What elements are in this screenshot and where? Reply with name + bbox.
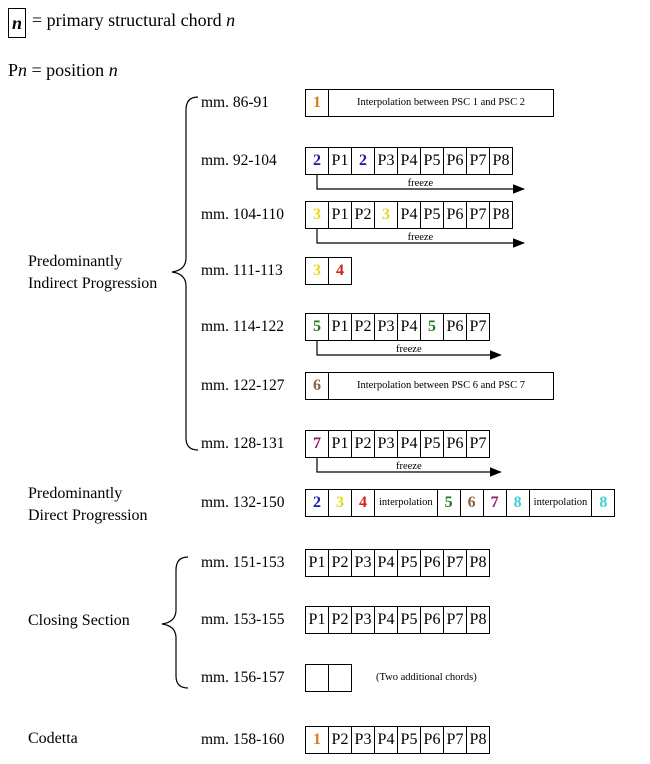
measure-label: mm. 151-153 <box>201 554 285 571</box>
section-indirect: Predominantly Indirect Progression <box>28 251 157 295</box>
empty-chord-cell <box>328 664 352 692</box>
legend-pos-text: = position <box>27 60 109 80</box>
measure-label: mm. 156-157 <box>201 669 285 686</box>
legend-pos-var2: n <box>108 60 118 80</box>
legend-chord-definition: = primary structural chord n <box>32 10 235 31</box>
position-cell: P8 <box>466 606 490 634</box>
measure-label: mm. 111-113 <box>201 262 283 279</box>
chord-row <box>305 664 352 692</box>
chord-note: (Two additional chords) <box>376 672 477 683</box>
legend-chord-var: n <box>226 10 236 30</box>
legend-position-definition: Pn = position n <box>8 60 118 81</box>
section-direct-line2: Direct Progression <box>28 507 148 524</box>
legend-pos-var: n <box>18 60 28 80</box>
measure-label: mm. 86-91 <box>201 94 270 111</box>
position-cell: P8 <box>466 726 490 754</box>
chord-number-cell: 4 <box>328 257 352 285</box>
measure-label: mm. 104-110 <box>201 206 284 223</box>
section-direct-line1: Predominantly <box>28 485 123 502</box>
freeze-label: freeze <box>396 461 422 472</box>
measure-label: mm. 153-155 <box>201 611 285 628</box>
section-direct: Predominantly Direct Progression <box>28 483 148 527</box>
brace-closing <box>161 556 189 689</box>
position-cell: P8 <box>489 201 513 229</box>
legend-pos-prefix: P <box>8 60 19 80</box>
freeze-label: freeze <box>408 232 434 243</box>
position-cell: P7 <box>466 430 490 458</box>
freeze-label: freeze <box>408 178 434 189</box>
measure-label: mm. 132-150 <box>201 494 285 511</box>
legend-chord-box: n <box>8 8 26 38</box>
interpolation-cell: Interpolation between PSC 1 and PSC 2 <box>328 89 554 117</box>
chord-number-cell: 8 <box>591 489 616 517</box>
measure-label: mm. 128-131 <box>201 435 285 452</box>
section-indirect-line1: Predominantly <box>28 253 123 270</box>
section-indirect-line2: Indirect Progression <box>28 275 158 292</box>
measure-label: mm. 122-127 <box>201 377 285 394</box>
measure-label: mm. 158-160 <box>201 731 285 748</box>
freeze-label: freeze <box>396 344 422 355</box>
position-cell: P7 <box>466 313 490 341</box>
measure-label: mm. 92-104 <box>201 152 277 169</box>
freeze-arrow <box>316 175 525 194</box>
freeze-arrow <box>316 458 502 477</box>
interpolation-cell: Interpolation between PSC 6 and PSC 7 <box>328 372 554 400</box>
position-cell: P8 <box>489 147 513 175</box>
section-closing: Closing Section <box>28 612 130 629</box>
brace-indirect <box>171 96 199 451</box>
legend-chord-text: = primary structural chord <box>32 10 227 30</box>
position-cell: P8 <box>466 549 490 577</box>
section-codetta: Codetta <box>28 730 78 747</box>
freeze-arrow <box>316 229 525 248</box>
freeze-arrow <box>316 341 502 360</box>
measure-label: mm. 114-122 <box>201 318 284 335</box>
